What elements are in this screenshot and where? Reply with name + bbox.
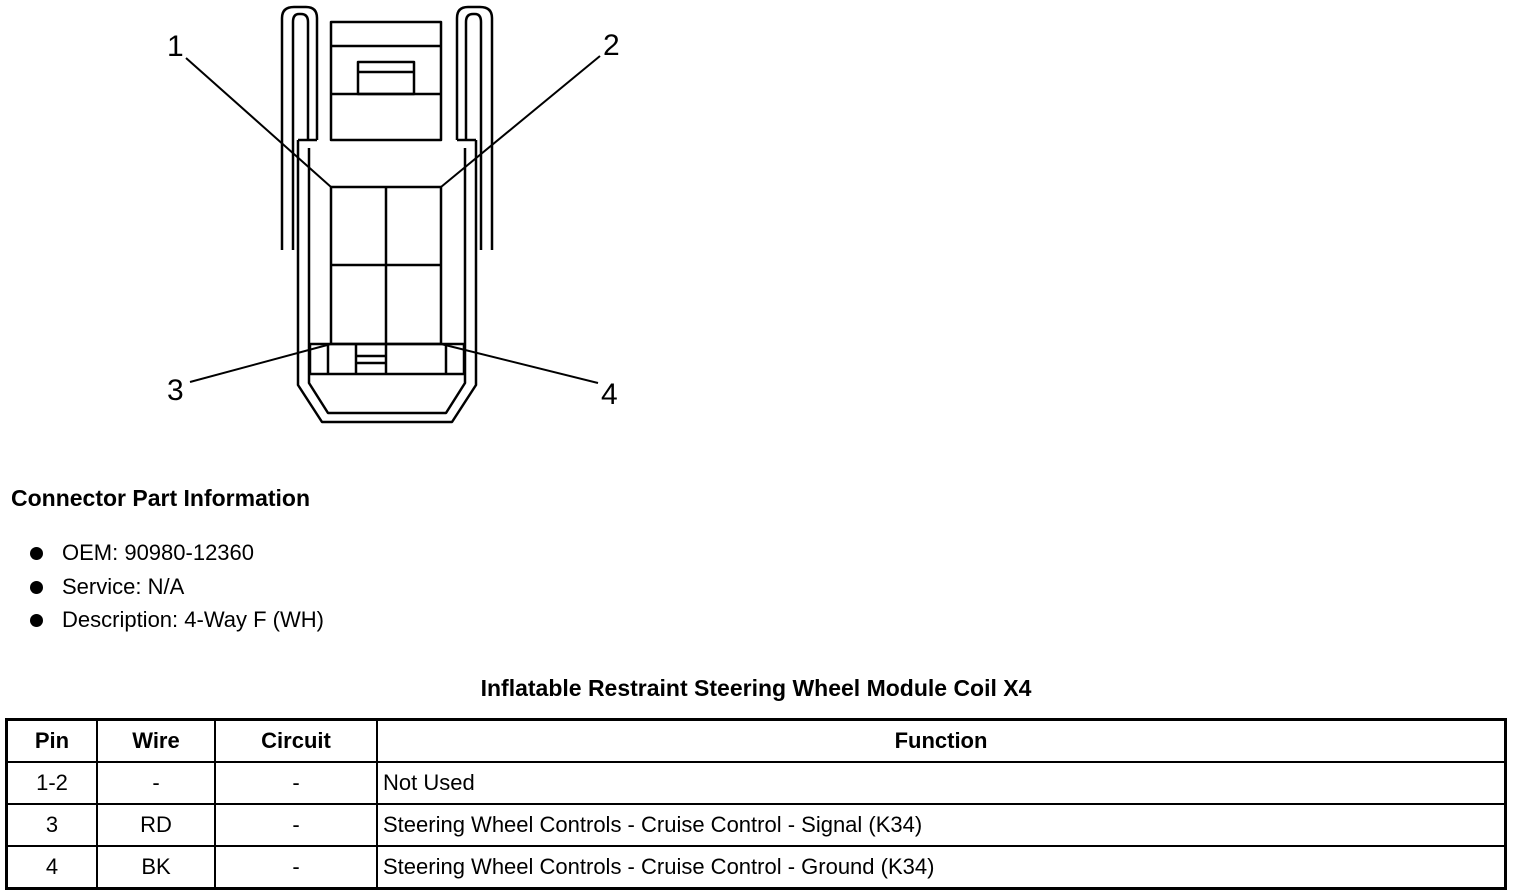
connector-info-list: OEM: 90980-12360 Service: N/A Descriptio…: [30, 538, 324, 639]
connector-info-heading: Connector Part Information: [11, 485, 311, 511]
header-circuit: Circuit: [214, 718, 378, 763]
table-row: 3 RD - Steering Wheel Controls - Cruise …: [5, 803, 1507, 847]
cell-circuit: -: [214, 803, 378, 847]
cell-function: Not Used: [376, 761, 1507, 805]
top-lock-block: [329, 20, 443, 142]
cell-circuit: -: [214, 845, 378, 890]
leader-line-1: [185, 57, 332, 188]
cell-function: Steering Wheel Controls - Cruise Control…: [376, 845, 1507, 890]
connector-body: [296, 138, 478, 424]
cell-wire: -: [96, 761, 216, 805]
pin-label-1: 1: [167, 30, 184, 63]
table-row: 4 BK - Steering Wheel Controls - Cruise …: [5, 845, 1507, 890]
header-wire: Wire: [96, 718, 216, 763]
oem-text: OEM: 90980-12360: [62, 540, 255, 565]
table-header-row: Pin Wire Circuit Function: [5, 718, 1507, 763]
description-text: Description: 4-Way F (WH): [62, 607, 324, 632]
cell-function: Steering Wheel Controls - Cruise Control…: [376, 803, 1507, 847]
bullet-icon: [30, 547, 43, 560]
bullet-icon: [30, 614, 43, 627]
pin-label-2: 2: [603, 29, 620, 62]
list-item: OEM: 90980-12360: [30, 538, 324, 572]
cell-wire: RD: [96, 803, 216, 847]
pinout-table: Pin Wire Circuit Function 1-2 - - Not Us…: [5, 718, 1507, 890]
bullet-icon: [30, 580, 43, 594]
leader-line-2: [440, 55, 601, 188]
pin-label-4: 4: [601, 378, 618, 411]
cell-pin: 4: [5, 845, 98, 890]
leader-line-3: [189, 343, 332, 383]
pin-label-3: 3: [167, 374, 184, 407]
left-latch-arm: [280, 5, 319, 250]
left-latch-arm-inner: [291, 12, 310, 250]
header-function: Function: [376, 718, 1507, 763]
service-text: Service: N/A: [62, 573, 185, 599]
connector-diagram: 1 2 3 4: [167, 5, 620, 424]
cell-circuit: -: [214, 761, 378, 805]
list-item: Service: N/A: [30, 572, 324, 606]
right-latch-arm-inner: [464, 12, 483, 250]
leader-line-4: [440, 343, 599, 384]
table-title: Inflatable Restraint Steering Wheel Modu…: [480, 675, 1032, 701]
cell-wire: BK: [96, 845, 216, 890]
lock-tab: [356, 60, 416, 96]
cell-pin: 3: [5, 803, 98, 847]
list-item: Description: 4-Way F (WH): [30, 605, 324, 639]
header-pin: Pin: [5, 718, 98, 763]
right-latch-arm: [455, 5, 494, 250]
cell-pin: 1-2: [5, 761, 98, 805]
table-row: 1-2 - - Not Used: [5, 761, 1507, 805]
